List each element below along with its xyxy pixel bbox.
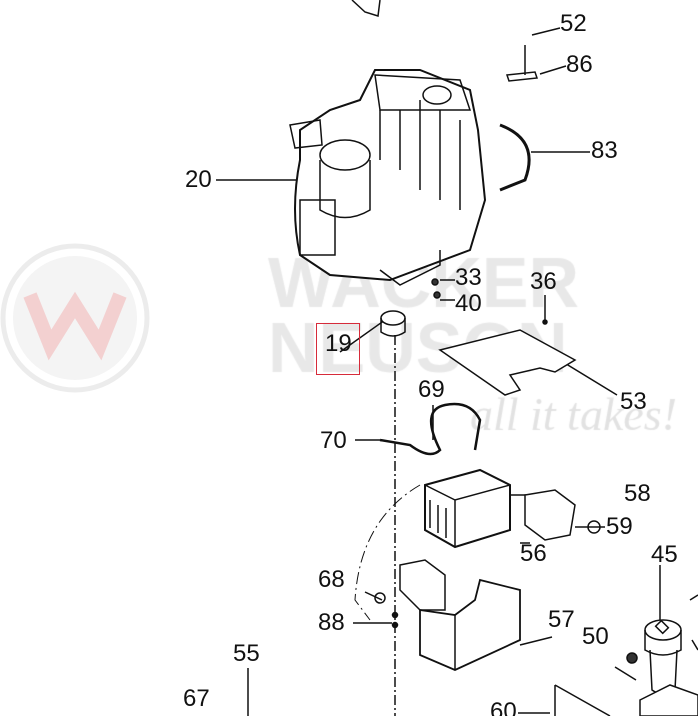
callout-57[interactable]: 57 xyxy=(548,606,575,633)
selected-callout-box xyxy=(316,323,360,375)
callout-67[interactable]: 67 xyxy=(183,685,210,712)
callout-86[interactable]: 86 xyxy=(566,51,593,78)
callout-19[interactable]: 19 xyxy=(325,330,352,357)
callout-59[interactable]: 59 xyxy=(606,513,633,540)
callout-68[interactable]: 68 xyxy=(318,566,345,593)
callout-83[interactable]: 83 xyxy=(591,137,618,164)
callout-40[interactable]: 40 xyxy=(455,290,482,317)
callout-45[interactable]: 45 xyxy=(651,541,678,568)
callout-88[interactable]: 88 xyxy=(318,609,345,636)
callout-55[interactable]: 55 xyxy=(233,640,260,667)
callout-53[interactable]: 53 xyxy=(620,388,647,415)
battery-part xyxy=(424,468,511,549)
callout-36[interactable]: 36 xyxy=(530,268,557,295)
callout-20[interactable]: 20 xyxy=(185,166,212,193)
callout-56[interactable]: 56 xyxy=(520,540,547,567)
callout-52[interactable]: 52 xyxy=(560,10,587,37)
callout-33[interactable]: 33 xyxy=(455,264,482,291)
callout-70[interactable]: 70 xyxy=(320,427,347,454)
callout-60[interactable]: 60 xyxy=(490,698,517,716)
callout-69[interactable]: 69 xyxy=(418,376,445,403)
callout-50[interactable]: 50 xyxy=(582,623,609,650)
engine-part xyxy=(289,69,487,286)
fuel-filter-part xyxy=(644,619,682,695)
callout-58[interactable]: 58 xyxy=(624,480,651,507)
